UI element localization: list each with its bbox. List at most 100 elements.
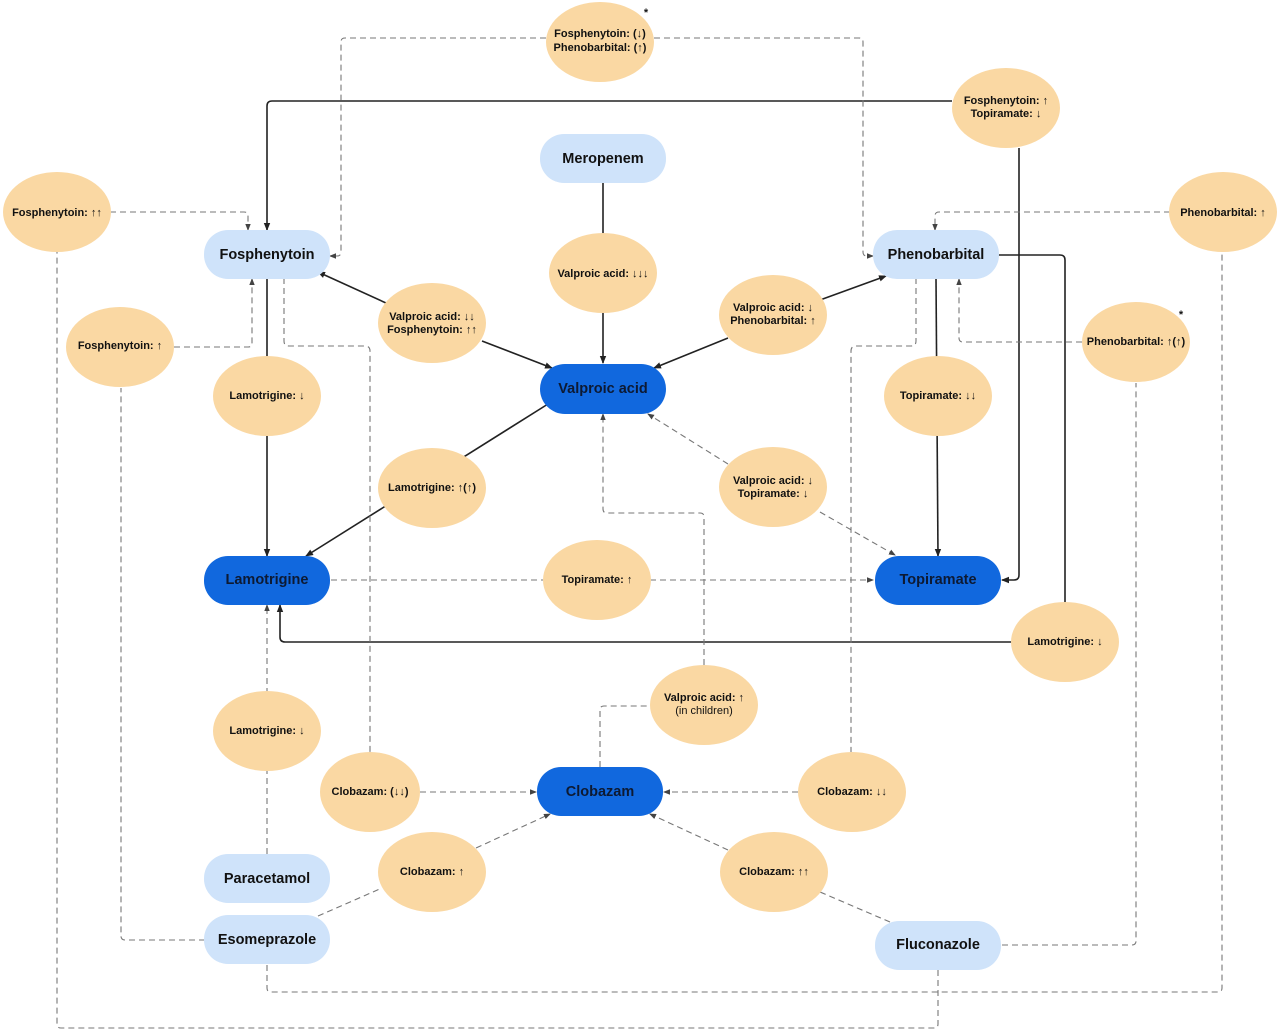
edge-fluconazole-bottom [56,252,939,1029]
effect-bubble-shape [543,540,651,620]
effect-bubble-shape [719,275,827,355]
effect-valproic-fosphenytoin: Valproic acid: ↓↓ Fosphenytoin: ↑↑ [378,283,486,363]
effect-bubble-shape [213,356,321,436]
edge-rightmid-to-phenobarbital [956,278,1082,343]
drug-node-shape [204,915,330,964]
edge-fluconazole-to-clobazam [650,814,891,923]
effect-bubble-shape [952,68,1060,148]
edge-leftmid-to-fosphenytoin [174,278,255,348]
edge-valproic-effect-right [647,413,729,465]
label-text: Topiramate: ↑ [562,574,633,586]
edge-esomeprazole-left [120,388,205,941]
label-text: Esomeprazole [218,932,316,948]
effect-top-center: Fosphenytoin: (↓) Phenobarbital: (↑) * [546,2,654,82]
drug-nodes: Meropenem Fosphenytoin Phenobarbital Val… [204,134,1001,970]
effect-clobazam-valproic: Valproic acid: ↑ (in children) [650,665,758,745]
label-text: (in children) [675,705,732,717]
drug-node-shape [540,364,666,414]
label-text: Clobazam: (↓↓) [332,786,409,798]
node-meropenem: Meropenem [540,134,666,183]
edge-righttop-to-phenobarbital [932,211,1170,231]
label-text: Paracetamol [224,871,310,887]
edge-fluconazole-right [1002,383,1137,946]
label-text: Fosphenytoin: ↑↑ [12,207,102,219]
label-text: Fosphenytoin: ↑↑ [387,324,477,336]
label-text: Clobazam: ↓↓ [817,786,887,798]
effect-bubble-shape [320,752,420,832]
drug-node-shape [873,230,999,279]
asterisk-mark: * [644,7,649,19]
node-fluconazole: Fluconazole [875,921,1001,970]
effect-valproic-phenobarbital: Valproic acid: ↓ Phenobarbital: ↑ [719,275,827,355]
label-text: Fosphenytoin: ↑ [78,340,162,352]
label-text: Phenobarbital: ↑(↑) [1087,336,1186,348]
effect-left-mid: Fosphenytoin: ↑ [66,307,174,387]
label-text: Lamotrigine: ↓ [229,725,304,737]
label-text: Fosphenytoin: (↓) [554,28,646,40]
effect-bubble-shape [650,665,758,745]
effect-bubble-shape [1011,602,1119,682]
edge-phenobarbital-to-clobazam [664,278,917,792]
edge-topcenter-to-fosphenytoin [329,37,546,259]
label-text: Lamotrigine: ↓ [229,390,304,402]
label-text: Topiramate: ↓↓ [900,390,976,402]
label-text: Fluconazole [896,937,980,953]
effect-right-mid: Phenobarbital: ↑(↑) * [1082,302,1190,382]
edge-valproic-to-fosphenytoin [317,271,387,304]
drug-node-shape [204,556,330,605]
label-text: Meropenem [562,151,643,167]
effect-right-top: Phenobarbital: ↑ [1169,172,1277,252]
effect-bubble-shape [546,2,654,82]
label-text: Phenobarbital: ↑ [730,315,816,327]
label-text: Lamotrigine: ↑(↑) [388,482,476,494]
label-text: Lamotrigine: ↓ [1027,636,1102,648]
edge-effect-to-valproic-right [653,337,729,369]
node-lamotrigine: Lamotrigine [204,556,330,605]
edge-topcenter-to-phenobarbital [654,37,874,259]
drug-node-shape [537,767,663,816]
drug-node-shape [540,134,666,183]
effect-top-right: Fosphenytoin: ↑ Topiramate: ↓ [952,68,1060,148]
label-text: Fosphenytoin [219,247,314,263]
effect-bubble-shape [1169,172,1277,252]
effect-fluconazole-clobazam: Clobazam: ↑↑ [720,832,828,912]
label-text: Topiramate: ↓ [971,108,1042,120]
label-text: Clobazam [566,784,635,800]
edge-esomeprazole-bottom [266,252,1223,993]
node-clobazam: Clobazam [537,767,663,816]
edge-clobazam-to-valproic [600,414,705,767]
label-text: Valproic acid: ↓↓ [389,311,475,323]
label-text: Fosphenytoin: ↑ [964,95,1048,107]
label-text: Valproic acid [558,381,647,397]
effect-bubble-shape [3,172,111,252]
label-text: Topiramate: ↓ [738,488,809,500]
label-text: Phenobarbital [888,247,985,263]
drug-node-shape [875,556,1001,605]
label-text: Clobazam: ↑↑ [739,866,809,878]
effect-bubble-shape [378,832,486,912]
effect-phenobarbital-clobazam: Clobazam: ↓↓ [798,752,906,832]
label-text: Valproic acid: ↓ [733,302,813,314]
effect-fosphenytoin-clobazam: Clobazam: (↓↓) [320,752,420,832]
effect-bubble-shape [798,752,906,832]
edge-effect-to-topiramate [819,511,896,556]
effect-fosphenytoin-lamotrigine: Lamotrigine: ↓ [213,356,321,436]
node-esomeprazole: Esomeprazole [204,915,330,964]
effect-bubbles: Fosphenytoin: (↓) Phenobarbital: (↑) * F… [3,2,1277,912]
node-phenobarbital: Phenobarbital [873,230,999,279]
node-paracetamol: Paracetamol [204,854,330,903]
effect-valproic-lamotrigine: Lamotrigine: ↑(↑) [378,448,486,528]
edge-topright-to-topiramate [1001,148,1020,584]
label-text: Clobazam: ↑ [400,866,464,878]
effect-lamotrigine-topiramate: Topiramate: ↑ [543,540,651,620]
effect-bubble-shape [66,307,174,387]
edge-esomeprazole-to-clobazam [317,814,550,917]
edge-lefttop-to-fosphenytoin [110,211,251,231]
drug-node-shape [204,854,330,903]
effect-bubble-shape [378,448,486,528]
effect-phenobarbital-topiramate: Topiramate: ↓↓ [884,356,992,436]
effect-bubble-shape [720,832,828,912]
effect-bubble-shape [1082,302,1190,382]
label-text: Phenobarbital: ↑ [1180,207,1266,219]
